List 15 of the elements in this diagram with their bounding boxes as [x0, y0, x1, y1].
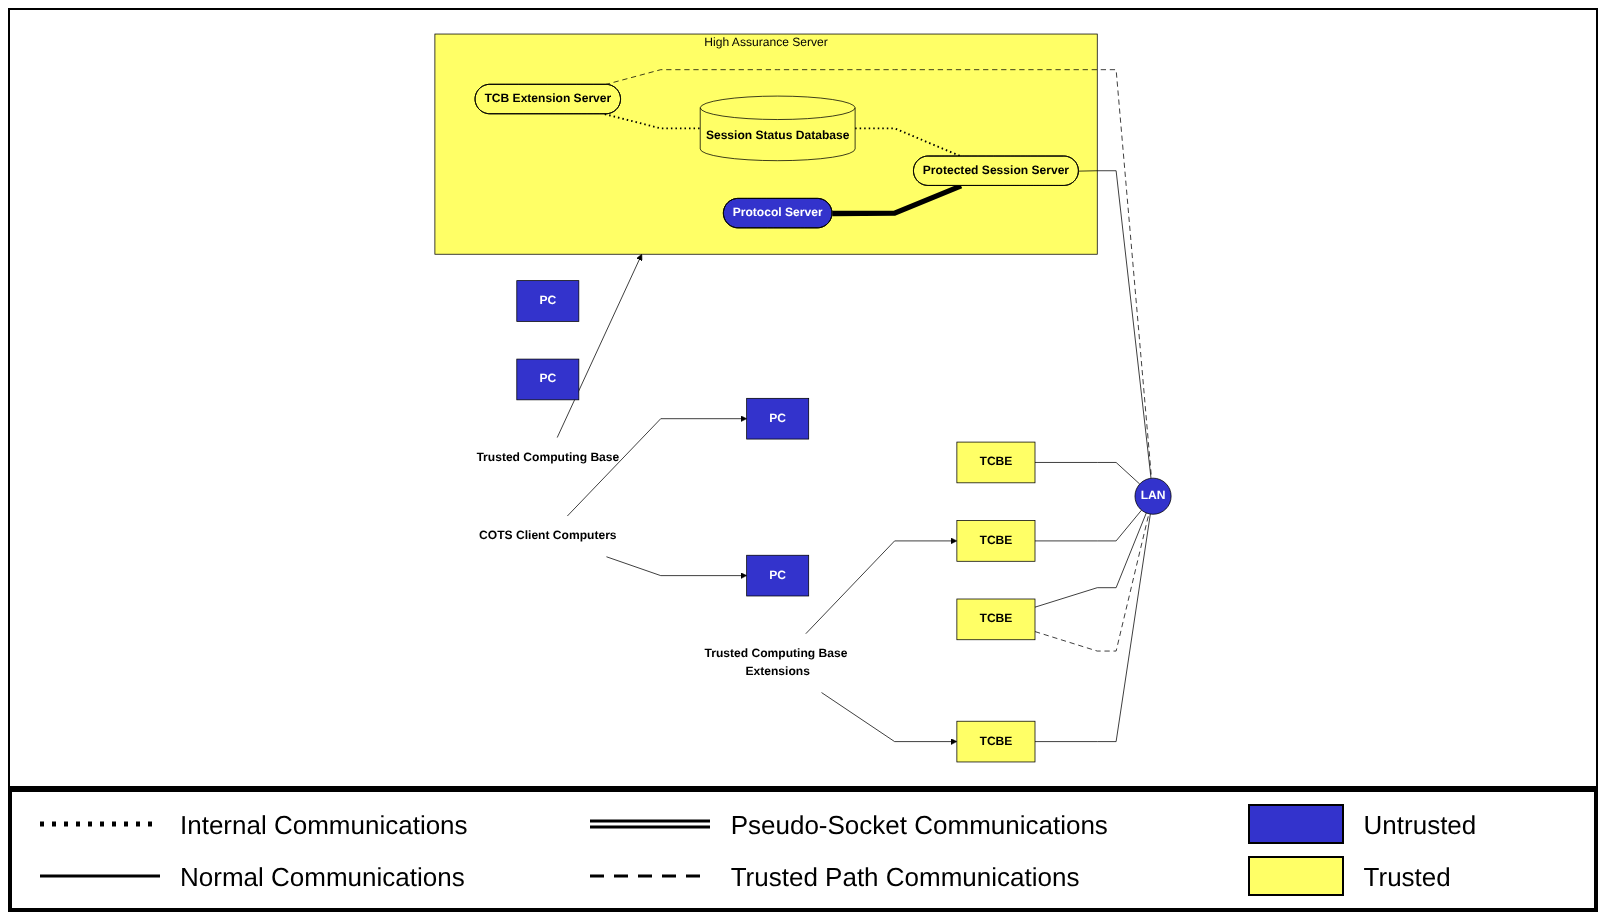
legend-label: Normal Communications [180, 861, 465, 891]
connector [1034, 512, 1147, 608]
connector [832, 183, 963, 217]
connector [1034, 513, 1151, 742]
connector [604, 69, 1152, 479]
connector [603, 113, 702, 130]
connector [1034, 462, 1141, 485]
legend-label: Untrusted [1363, 809, 1477, 839]
legend-label: Trusted Path Communications [730, 861, 1080, 891]
legend-label: Trusted [1363, 861, 1451, 891]
legend-label: Internal Communications [180, 809, 468, 839]
connector [1078, 170, 1152, 479]
connector [1034, 509, 1142, 542]
connector [1034, 513, 1150, 652]
legend-label: Pseudo-Socket Communications [730, 809, 1108, 839]
